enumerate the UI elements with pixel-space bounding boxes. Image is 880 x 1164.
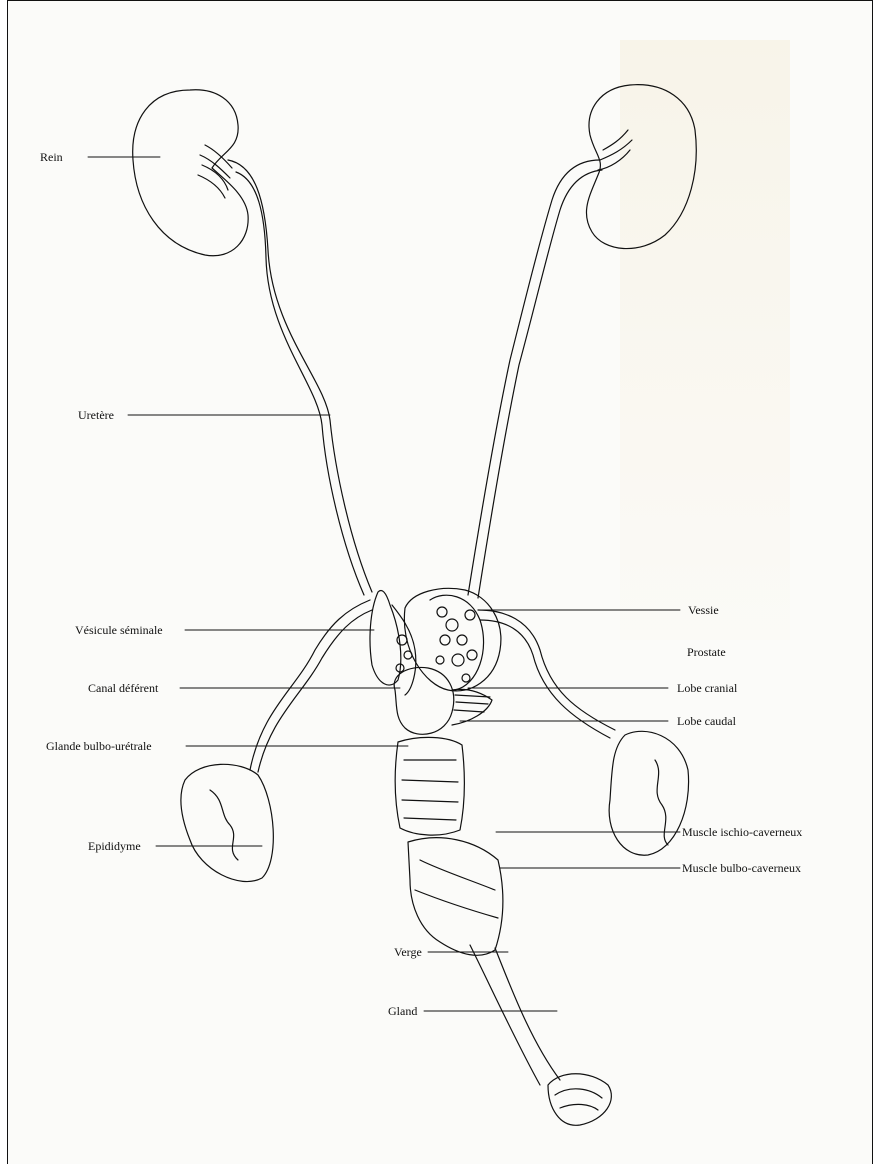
left-deferent-duct-drawing [181, 600, 372, 882]
label-canal-deferent: Canal déférent [88, 681, 158, 695]
bladder-drawing [404, 588, 501, 691]
label-muscle-ischio-caverneux: Muscle ischio-caverneux [682, 825, 802, 839]
prostate-drawing [394, 667, 492, 734]
right-ureter-drawing [468, 160, 602, 598]
leader-lines [88, 157, 680, 1011]
label-verge: Verge [394, 945, 422, 959]
label-lobe-cranial: Lobe cranial [677, 681, 737, 695]
seminal-vesicle-drawing [370, 591, 416, 695]
label-prostate: Prostate [687, 645, 726, 659]
label-rein: Rein [40, 150, 63, 164]
label-muscle-bulbo-caverneux: Muscle bulbo-caverneux [682, 861, 801, 875]
penis-drawing [408, 838, 611, 1126]
left-kidney-drawing [133, 90, 248, 256]
left-ureter-drawing [228, 160, 372, 595]
label-glande-bulbo-uretrale: Glande bulbo-urétrale [46, 739, 152, 753]
label-gland: Gland [388, 1004, 417, 1018]
label-lobe-caudal: Lobe caudal [677, 714, 736, 728]
right-deferent-duct-drawing [478, 610, 689, 855]
bulbourethral-gland-drawing [395, 737, 464, 835]
label-epididyme: Epididyme [88, 839, 141, 853]
label-vesicule-seminale: Vésicule séminale [75, 623, 163, 637]
right-kidney-drawing [586, 85, 696, 249]
label-vessie: Vessie [688, 603, 719, 617]
label-uretere: Uretère [78, 408, 114, 422]
